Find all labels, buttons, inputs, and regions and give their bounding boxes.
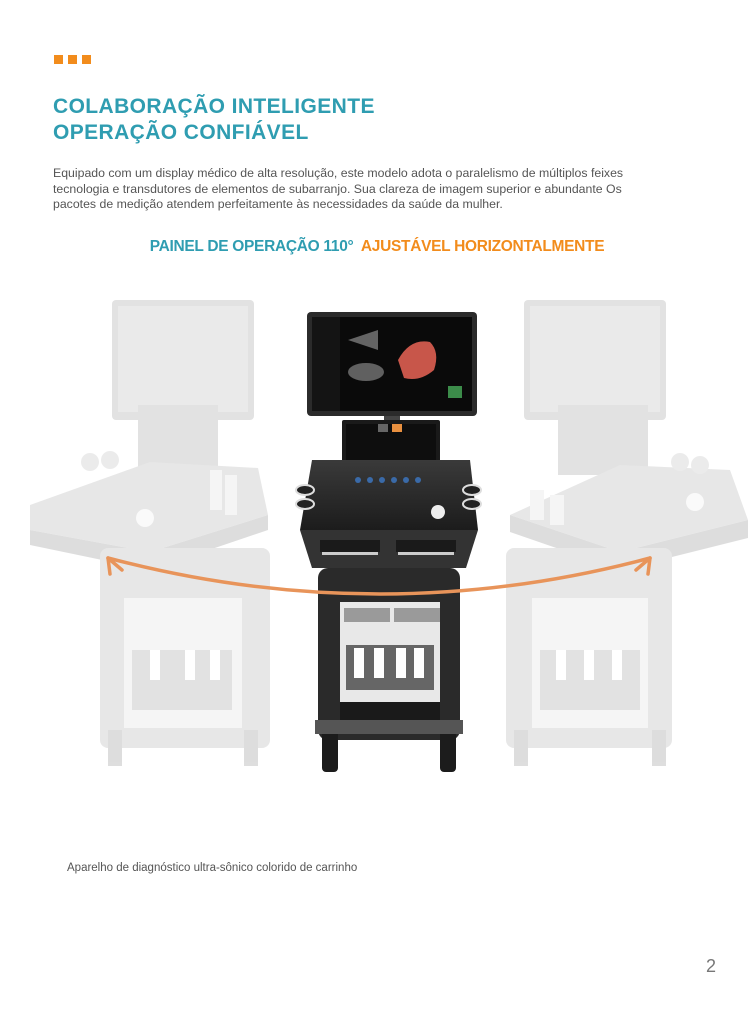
- square-icon: [82, 55, 91, 64]
- rotation-arrow: [106, 556, 652, 596]
- square-icon: [54, 55, 63, 64]
- ghost-cart-right: [506, 300, 748, 766]
- ultrasound-cart-center: [295, 312, 482, 772]
- subhead-part-1: PAINEL DE OPERAÇÃO 110°: [149, 238, 354, 255]
- intro-line-3: pacotes de medição atendem perfeitamente…: [53, 197, 503, 211]
- intro-line-2: tecnologia e transdutores de elementos d…: [53, 181, 622, 196]
- intro-paragraph: Equipado com um display médico de alta r…: [53, 166, 713, 213]
- page-number: 2: [705, 956, 716, 976]
- title-line-2: OPERAÇÃO CONFIÁVEL: [53, 121, 309, 144]
- square-icon: [68, 55, 77, 64]
- figure-caption: Aparelho de diagnóstico ultra-sônico col…: [67, 862, 358, 874]
- decorative-squares: [54, 55, 91, 64]
- section-subheading: PAINEL DE OPERAÇÃO 110° AJUSTÁVEL HORIZO…: [0, 238, 754, 256]
- page-title: COLABORAÇÃO INTELIGENTE OPERAÇÃO CONFIÁV…: [53, 94, 375, 146]
- ghost-cart-left: [30, 300, 270, 766]
- title-line-1: COLABORAÇÃO INTELIGENTE: [53, 95, 375, 118]
- product-figure: [0, 290, 754, 790]
- intro-line-1: Equipado com um display médico de alta r…: [53, 166, 624, 180]
- subhead-part-2: AJUSTÁVEL HORIZONTALMENTE: [360, 238, 605, 255]
